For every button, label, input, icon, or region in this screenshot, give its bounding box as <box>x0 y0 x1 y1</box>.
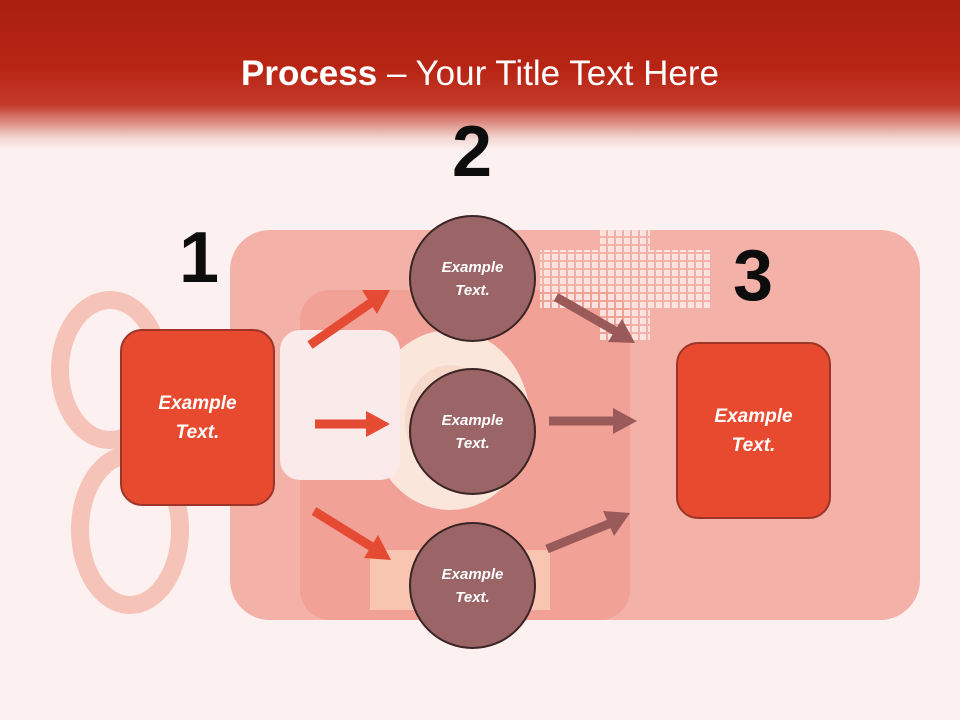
arrow-from-circle-bottom <box>545 511 630 554</box>
step-box-1: Example Text. <box>120 329 275 506</box>
circle-top: Example Text. <box>409 215 536 342</box>
step-box-3-label: Example Text. <box>714 405 793 456</box>
circle-middle-label: Example Text. <box>441 411 504 452</box>
circle-top-label: Example Text. <box>441 258 504 299</box>
arrow-from-circle-top <box>553 293 635 343</box>
step-box-3: Example Text. <box>676 342 831 519</box>
arrow-to-circle-bottom <box>311 507 391 560</box>
arrow-to-circle-middle <box>315 411 390 437</box>
circle-middle: Example Text. <box>409 368 536 495</box>
step-number-3: 3 <box>732 236 774 316</box>
circle-bottom-label: Example Text. <box>441 565 504 606</box>
title-rest: – Your Title Text Here <box>377 54 719 93</box>
circle-bottom: Example Text. <box>409 522 536 649</box>
arrow-from-circle-middle <box>549 408 637 434</box>
step-number-1: 1 <box>178 218 220 298</box>
slide-title: Process – Your Title Text Here <box>0 52 960 96</box>
arrow-to-circle-top <box>307 290 390 349</box>
title-bold: Process <box>241 54 378 93</box>
step-box-1-label: Example Text. <box>158 392 237 443</box>
step-number-2: 2 <box>451 112 493 192</box>
title-banner <box>0 0 960 150</box>
